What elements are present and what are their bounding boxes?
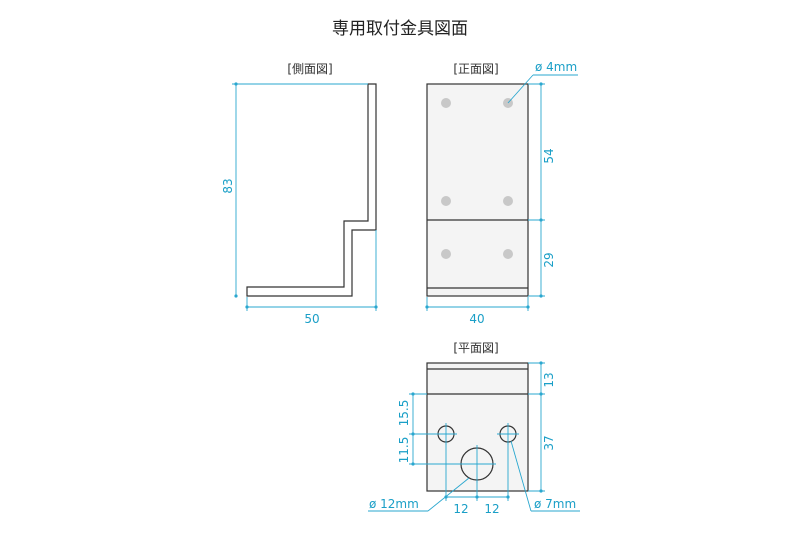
front-hole: [503, 196, 513, 206]
front-tick: [539, 218, 543, 222]
plan-left-tick: [411, 462, 415, 466]
plan-left-tick: [411, 432, 415, 436]
plan-dim-a-value: 15.5: [397, 400, 411, 427]
front-view-plate: [426, 83, 529, 297]
front-hole: [441, 98, 451, 108]
plan-spacing-left-value: 12: [453, 502, 468, 516]
front-lower-value: 29: [542, 252, 556, 267]
plan-top-depth-value: 13: [542, 372, 556, 387]
side-view-label: [側面図]: [287, 62, 332, 76]
front-hole-leader: [507, 74, 534, 104]
front-tick: [539, 294, 543, 298]
front-upper-value: 54: [542, 148, 556, 163]
plan-tick: [539, 489, 543, 493]
plan-spacing-tick: [475, 495, 479, 499]
drawing-title: 専用取付金具図面: [332, 19, 468, 39]
front-width-tick: [425, 305, 429, 309]
plan-tick: [539, 392, 543, 396]
side-width-tick-right: [374, 305, 378, 309]
plan-tick: [539, 361, 543, 365]
plan-bottom-depth-value: 37: [542, 435, 556, 450]
front-width-tick: [526, 305, 530, 309]
front-width-value: 40: [469, 312, 484, 326]
front-hole: [503, 249, 513, 259]
front-hole-value: ø 4mm: [535, 60, 577, 74]
front-tick: [539, 82, 543, 86]
plan-dim-b-value: 11.5: [397, 437, 411, 464]
plan-small-hole-leader: [510, 440, 532, 512]
side-width-tick-left: [245, 305, 249, 309]
side-height-tick-bottom: [234, 294, 238, 298]
side-height-tick-top: [234, 82, 238, 86]
plan-spacing-tick: [506, 495, 510, 499]
side-height-value: 83: [221, 178, 235, 193]
plan-view-label: [平面図]: [453, 341, 498, 355]
side-width-value: 50: [304, 312, 319, 326]
front-view-label: [正面図]: [453, 62, 498, 76]
side-view-profile: [246, 83, 377, 297]
plan-spacing-tick: [444, 495, 448, 499]
front-hole: [441, 196, 451, 206]
plan-large-hole-leader: [427, 477, 470, 512]
plan-large-hole-value: ø 12mm: [369, 497, 419, 511]
plan-small-hole-value: ø 7mm: [534, 497, 576, 511]
plan-left-tick: [411, 392, 415, 396]
front-hole: [441, 249, 451, 259]
plan-spacing-right-value: 12: [484, 502, 499, 516]
